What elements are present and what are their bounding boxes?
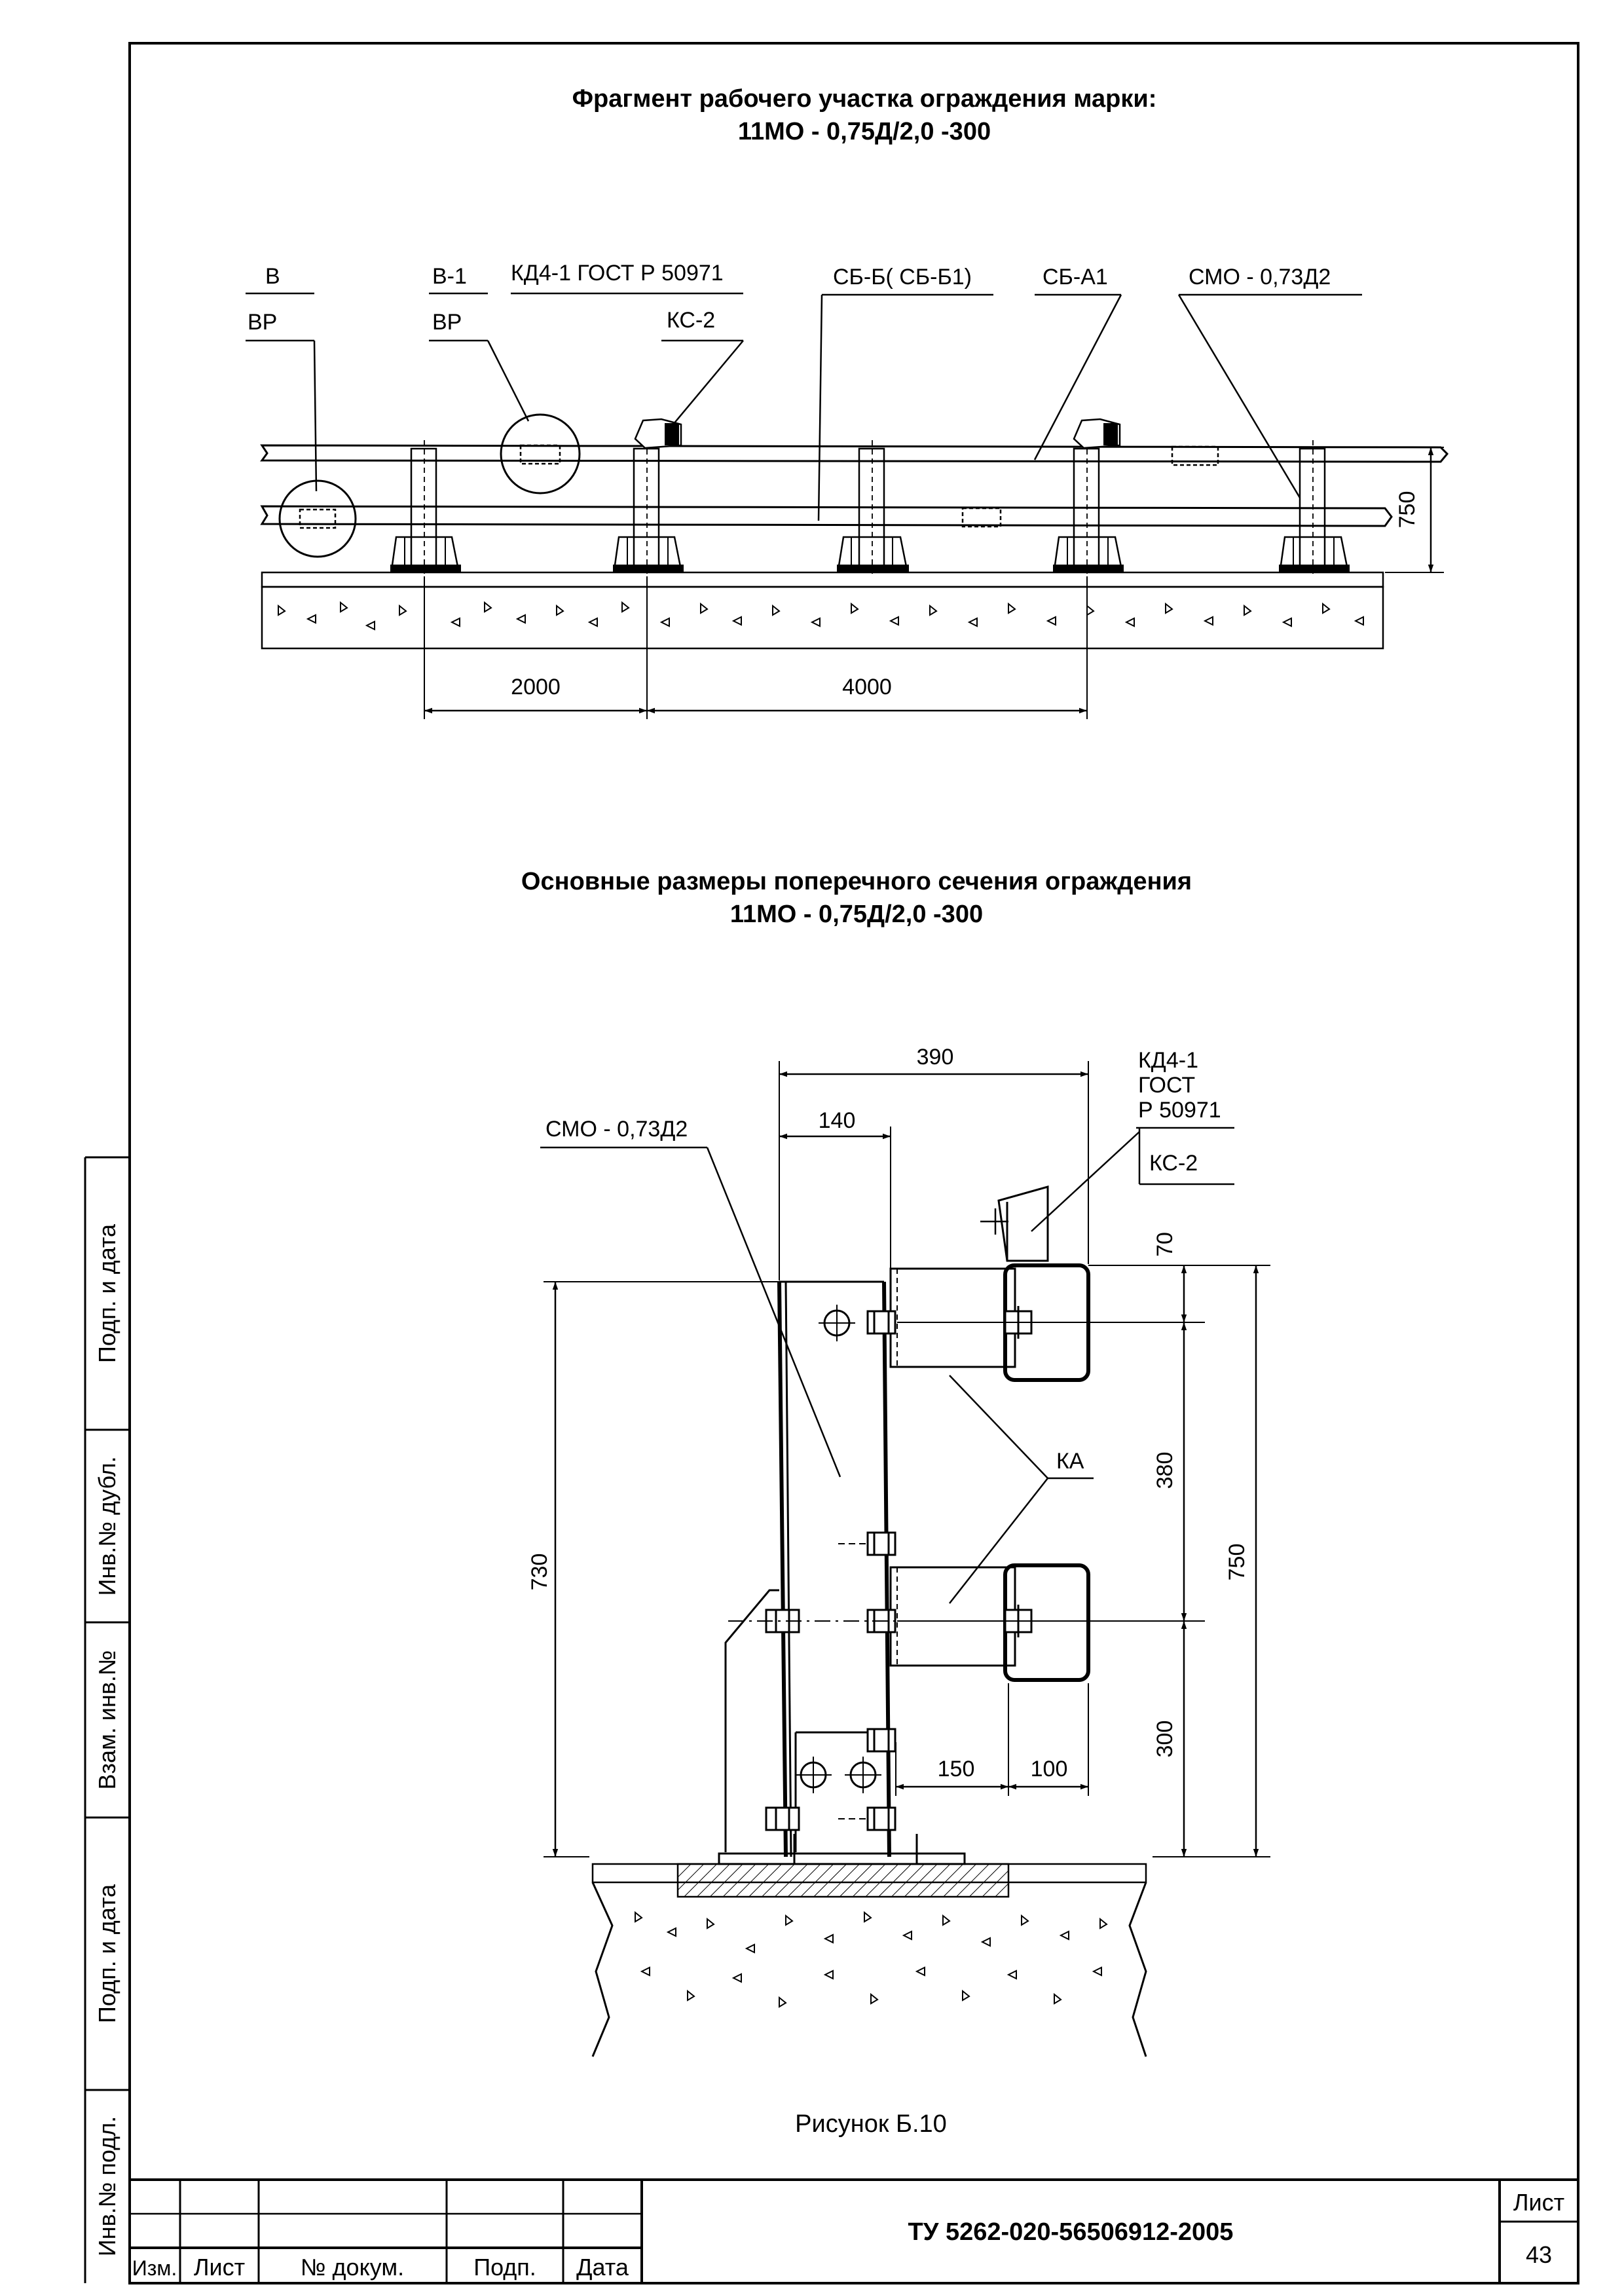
label-smo-top: СМО - 0,73Д2 (1189, 265, 1331, 289)
label-ks: КС-2 (667, 308, 715, 333)
posts (390, 440, 1350, 576)
dim-730: 730 (527, 1554, 552, 1591)
section-title-line2: 11МО - 0,75Д/2,0 -300 (730, 901, 983, 928)
label-v: В (265, 264, 280, 289)
side-stamp-orig-inv: Инв.№ подл. (94, 2116, 120, 2256)
side-stamp-dup-inv: Инв.№ дубл. (94, 1457, 120, 1596)
tb-sheet-number: 43 (1526, 2241, 1552, 2268)
dim-390: 390 (917, 1045, 954, 1070)
section-dimensions: 390 140 70 380 300 750 7 (527, 1045, 1270, 1857)
section-bolts (765, 1306, 1033, 1831)
label-kd-section-1: КД4-1 (1138, 1048, 1198, 1073)
dim-750-section: 750 (1225, 1544, 1249, 1581)
fragment-title-line2: 11МО - 0,75Д/2,0 -300 (738, 118, 991, 145)
side-stamp-sign-date-2: Подп. и дата (94, 1884, 120, 2023)
dim-300: 300 (1153, 1721, 1177, 1758)
section-labels: СМО - 0,73Д2 КД4-1 ГОСТ Р 50971 КС-2 КА (540, 1048, 1234, 1604)
fragment-dimensions: 2000 4000 750 (424, 447, 1444, 719)
tb-col-data: Дата (576, 2254, 629, 2281)
dim-140: 140 (819, 1108, 856, 1133)
lower-beam (260, 505, 1393, 527)
post-1 (390, 440, 461, 576)
post-3 (837, 440, 909, 576)
section-ground (591, 1863, 1147, 2057)
section-post (718, 1280, 966, 1865)
side-stamp: Подп. и дата Инв.№ дубл. Взам. инв.№ Под… (94, 1223, 120, 2256)
cross-section-view: Основные размеры поперечного сечения огр… (521, 868, 1270, 2057)
post-2 (613, 440, 684, 576)
title-block: Изм. Лист № докум. Подп. Дата ТУ 5262-02… (130, 2178, 1578, 2283)
label-vr-1: ВР (248, 310, 277, 335)
section-reflector (980, 1185, 1049, 1262)
dim-150: 150 (938, 1757, 975, 1781)
label-kd-section-2: ГОСТ (1138, 1073, 1195, 1098)
dim-4000: 4000 (842, 675, 892, 699)
reflectors (634, 418, 1121, 449)
fragment-view: Фрагмент рабочего участка ограждения мар… (246, 85, 1449, 719)
section-title-line1: Основные размеры поперечного сечения огр… (521, 868, 1192, 895)
tb-col-podp: Подп. (473, 2254, 536, 2281)
figure-caption: Рисунок Б.10 (795, 2110, 947, 2138)
tb-col-doc: № докум. (301, 2254, 404, 2281)
dim-2000: 2000 (511, 675, 561, 699)
label-vr-2: ВР (432, 310, 462, 335)
section-axis-lines (728, 1322, 995, 1819)
post-4 (1053, 440, 1124, 576)
sheet-frame (84, 42, 1579, 2284)
label-kd-post-top: КД4-1 ГОСТ Р 50971 (511, 261, 724, 286)
tb-col-list: Лист (194, 2254, 245, 2281)
label-sba: СБ-А1 (1043, 265, 1108, 289)
dim-70: 70 (1153, 1232, 1177, 1257)
label-ks-section: КС-2 (1149, 1151, 1198, 1176)
dim-100: 100 (1031, 1757, 1068, 1781)
upper-beam (260, 444, 1449, 463)
label-v1: В-1 (432, 264, 467, 289)
label-sbb: СБ-Б( СБ-Б1) (833, 265, 972, 289)
side-stamp-replace-inv: Взам. инв.№ (94, 1650, 120, 1789)
label-kd-section-3: Р 50971 (1138, 1098, 1221, 1123)
beam-joints (278, 413, 1219, 558)
section-spacers (889, 1267, 1016, 1667)
tb-col-izm: Изм. (132, 2256, 177, 2280)
label-ka: КА (1056, 1449, 1084, 1474)
tb-doc-code: ТУ 5262-020-56506912-2005 (908, 2218, 1234, 2246)
label-smo-section: СМО - 0,73Д2 (545, 1117, 688, 1142)
post-5 (1279, 440, 1350, 576)
fragment-title-line1: Фрагмент рабочего участка ограждения мар… (572, 85, 1157, 113)
dim-750-fragment: 750 (1395, 491, 1420, 529)
tb-sheet-label: Лист (1513, 2189, 1564, 2216)
dim-380: 380 (1153, 1452, 1177, 1489)
side-stamp-sign-date-1: Подп. и дата (94, 1223, 120, 1363)
fragment-ground (261, 571, 1384, 650)
